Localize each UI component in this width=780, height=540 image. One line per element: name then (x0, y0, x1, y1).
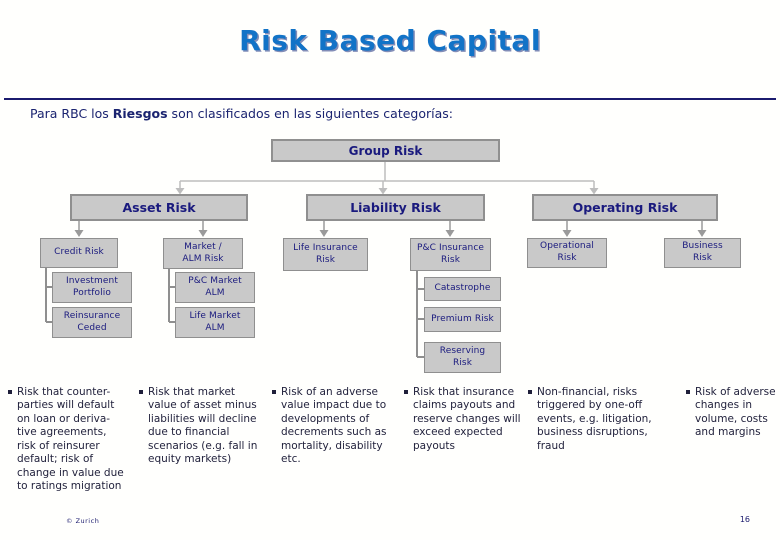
page-number: 16 (739, 515, 750, 524)
box-asset-risk: Asset Risk (70, 194, 248, 221)
bullet-market-risk-description: Risk that market value of asset minus li… (139, 386, 258, 467)
subtitle-suffix: son clasificados en las siguientes categ… (167, 106, 453, 121)
bullet-life-insurance-description: Risk of an adverse value impact due to d… (272, 386, 390, 467)
bullet-square-icon (8, 390, 12, 394)
box-operating-risk: Operating Risk (532, 194, 718, 221)
bullet-square-icon (404, 390, 408, 394)
box-liability-risk: Liability Risk (306, 194, 485, 221)
box-catastrophe: Catastrophe (424, 277, 501, 301)
bullet-square-icon (686, 390, 690, 394)
bullet-text: Risk of an adverse value impact due to d… (281, 386, 387, 466)
box-reinsurance-ceded: Reinsurance Ceded (52, 307, 132, 338)
arrow-down-icon (74, 230, 707, 237)
box-life-market-alm: Life Market ALM (175, 307, 255, 338)
slide-subtitle: Para RBC los Riesgos son clasificados en… (30, 106, 453, 121)
bullet-business-risk-description: Risk of adverse changes in volume, costs… (686, 386, 776, 440)
box-group-risk: Group Risk (271, 139, 500, 162)
box-business-risk: Business Risk (664, 238, 741, 268)
box-premium-risk: Premium Risk (424, 307, 501, 332)
bullet-text: Risk that market value of asset minus li… (148, 386, 258, 466)
bullet-square-icon (528, 390, 532, 394)
box-pc-insurance-risk: P&C Insurance Risk (410, 238, 491, 271)
bullet-text: Risk that counter-parties will default o… (17, 386, 124, 493)
bullet-text: Risk of adverse changes in volume, costs… (695, 386, 776, 439)
box-pc-market-alm: P&C Market ALM (175, 272, 255, 303)
box-credit-risk: Credit Risk (40, 238, 118, 268)
box-life-insurance-risk: Life Insurance Risk (283, 238, 368, 271)
subtitle-bold-word: Riesgos (112, 106, 168, 121)
title-divider (4, 98, 776, 100)
bullet-square-icon (139, 390, 143, 394)
footer-copyright: © Zurich (66, 517, 100, 525)
bullet-pc-insurance-description: Risk that insurance claims payouts and r… (404, 386, 522, 453)
bullet-credit-risk-description: Risk that counter-parties will default o… (8, 386, 124, 494)
bullet-text: Risk that insurance claims payouts and r… (413, 386, 521, 452)
box-market-alm-risk: Market / ALM Risk (163, 238, 243, 269)
box-reserving-risk: Reserving Risk (424, 342, 501, 373)
subtitle-prefix: Para RBC los (30, 106, 113, 121)
box-investment-portfolio: Investment Portfolio (52, 272, 132, 303)
bullet-text: Non-financial, risks triggered by one-of… (537, 386, 652, 452)
bullet-operational-risk-description: Non-financial, risks triggered by one-of… (528, 386, 666, 453)
box-operational-risk: Operational Risk (527, 238, 607, 268)
page-title: Risk Based Capital (239, 24, 541, 57)
bullet-square-icon (272, 390, 276, 394)
